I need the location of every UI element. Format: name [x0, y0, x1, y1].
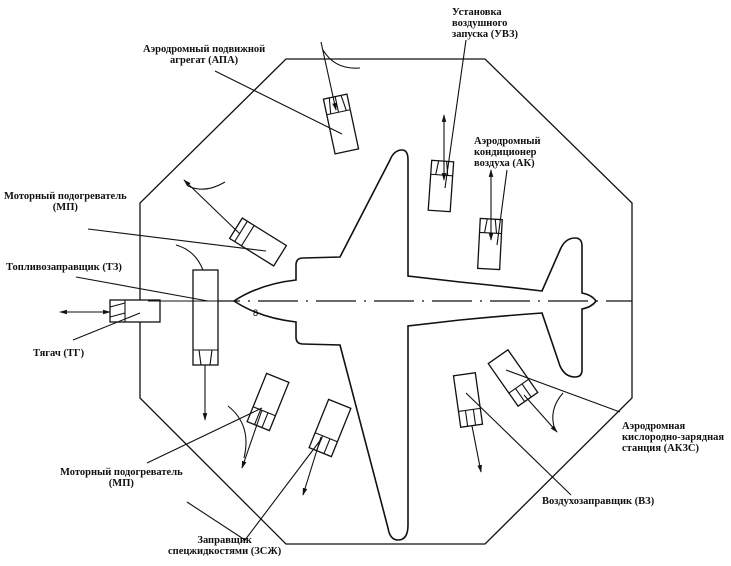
label-mp-bottom: Моторный подогреватель (МП) — [60, 467, 183, 489]
leader-uvz — [444, 39, 467, 189]
vehicle-apa — [320, 41, 361, 155]
leader-tz — [75, 276, 209, 302]
label-zszh: Заправщик спецжидкостями (ЗСЖ) — [168, 535, 282, 557]
label-akzs: Аэродромная кислородно-зарядная станция … — [622, 421, 725, 454]
label-uvz: Установка воздушного запуска (УВЗ) — [452, 7, 518, 40]
label-ak: Аэродромный кондиционер воздуха (АК) — [474, 136, 541, 169]
leader-ak — [496, 169, 508, 246]
label-mp-top: Моторный подогреватель (МП) — [4, 191, 127, 213]
label-apa: Аэродромный подвижной агрегат (АПА) — [143, 44, 266, 66]
aircraft: 8 — [200, 149, 632, 541]
vehicle-akzs — [487, 348, 564, 433]
vehicle-ak — [476, 169, 503, 271]
label-vz: Воздухозаправщик (ВЗ) — [542, 496, 655, 507]
vehicle-tg — [59, 299, 231, 323]
aircraft-marker: 8 — [253, 308, 258, 318]
label-tg: Тягач (ТГ) — [33, 348, 85, 359]
vehicle-tz — [175, 244, 219, 421]
vehicle-uvz — [427, 114, 455, 213]
vehicle-mp-bottom — [227, 372, 290, 469]
servicing-area-octagon — [139, 58, 633, 545]
vehicle-zszh — [302, 398, 352, 496]
vehicle-mp-top — [183, 179, 288, 267]
leader-mp-bottom — [146, 407, 263, 464]
leader-zszh — [186, 437, 323, 541]
leader-akzs — [505, 369, 621, 413]
leader-vz — [465, 392, 572, 496]
leader-tg — [72, 312, 141, 341]
leader-mp-top — [87, 228, 267, 252]
leader-apa — [214, 70, 343, 135]
vehicle-vz — [452, 371, 484, 473]
label-tz: Топливозаправщик (ТЗ) — [6, 262, 122, 273]
